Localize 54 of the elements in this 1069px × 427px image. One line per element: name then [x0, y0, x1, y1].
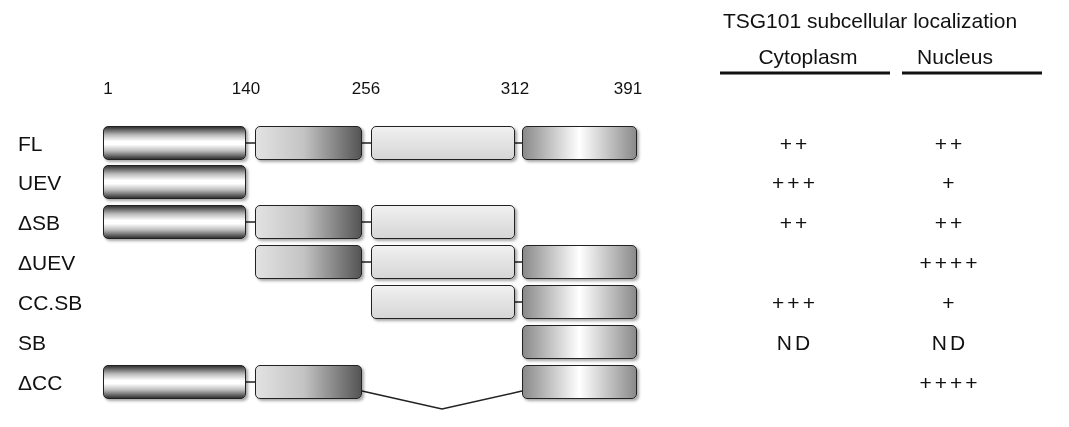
- proline-rich-domain-bar: [255, 245, 362, 279]
- table-cell: ND: [776, 331, 814, 353]
- table-cell: ++: [779, 211, 811, 233]
- row-label: FL: [18, 132, 43, 154]
- proline-rich-domain-bar: [255, 126, 362, 160]
- coiled-coil-domain-bar: [371, 205, 515, 239]
- row-label: ΔSB: [18, 211, 61, 233]
- linker-line: [514, 301, 523, 303]
- table-cell: ++++: [919, 251, 981, 273]
- table-cell: +: [942, 291, 958, 313]
- position-number: 256: [351, 79, 381, 97]
- column-header: Nucleus: [917, 45, 993, 67]
- row-label: CC.SB: [18, 291, 83, 313]
- proline-rich-domain-bar: [255, 365, 362, 399]
- position-number: 391: [613, 79, 643, 97]
- linker-line: [514, 142, 523, 144]
- coiled-coil-domain-bar: [371, 126, 515, 160]
- linker-line: [514, 261, 523, 263]
- linker-line: [361, 221, 372, 223]
- table-cell: ++: [779, 132, 811, 154]
- table-cell: ++: [934, 211, 966, 233]
- row-label: ΔCC: [18, 371, 63, 393]
- linker-line: [245, 381, 256, 383]
- table-cell: ++: [934, 132, 966, 154]
- proline-rich-domain-bar: [255, 205, 362, 239]
- steadiness-box-domain-bar: [522, 245, 637, 279]
- position-number: 312: [500, 79, 530, 97]
- linker-line: [245, 221, 256, 223]
- coiled-coil-domain-bar: [371, 285, 515, 319]
- coiled-coil-domain-bar: [371, 245, 515, 279]
- table-title: TSG101 subcellular localization: [722, 9, 1018, 31]
- table-cell: ++++: [919, 371, 981, 393]
- row-label: UEV: [18, 171, 62, 193]
- steadiness-box-domain-bar: [522, 365, 637, 399]
- table-cell: +: [942, 171, 958, 193]
- row-label: SB: [18, 331, 46, 353]
- uev-domain-bar: [103, 126, 246, 160]
- table-cell: ND: [931, 331, 969, 353]
- linker-line: [361, 261, 372, 263]
- position-number: 1: [103, 79, 113, 97]
- linker-line: [361, 390, 523, 410]
- linker-line: [245, 142, 256, 144]
- steadiness-box-domain-bar: [522, 126, 637, 160]
- uev-domain-bar: [103, 165, 246, 199]
- position-number: 140: [231, 79, 261, 97]
- column-header: Cytoplasm: [758, 45, 858, 67]
- linker-line: [361, 142, 372, 144]
- steadiness-box-domain-bar: [522, 325, 637, 359]
- row-label: ΔUEV: [18, 251, 76, 273]
- steadiness-box-domain-bar: [522, 285, 637, 319]
- uev-domain-bar: [103, 365, 246, 399]
- table-cell: +++: [772, 291, 818, 313]
- uev-domain-bar: [103, 205, 246, 239]
- table-cell: +++: [772, 171, 818, 193]
